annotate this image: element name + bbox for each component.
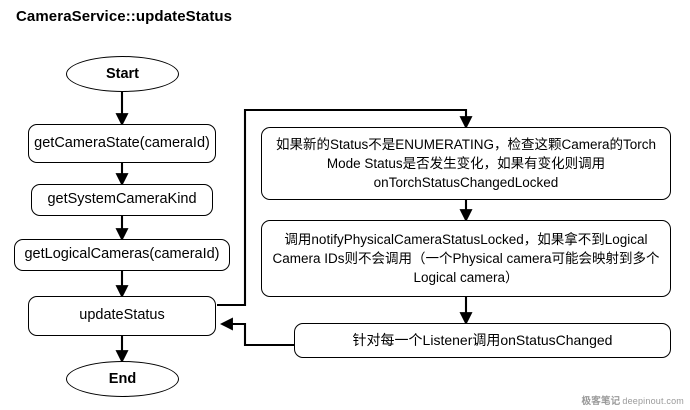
node-end-label: End: [108, 371, 137, 387]
node-get-logical-cameras-label: getLogicalCameras(cameraId): [24, 246, 220, 263]
node-start[interactable]: Start: [66, 56, 179, 92]
node-listener-on-status-changed[interactable]: 针对每一个Listener调用onStatusChanged: [294, 323, 671, 358]
node-update-status-label: updateStatus: [79, 307, 165, 324]
node-get-system-camera-kind-label: getSystemCameraKind: [47, 191, 197, 208]
node-listener-on-status-changed-label: 针对每一个Listener调用onStatusChanged: [352, 332, 613, 349]
node-get-camera-state[interactable]: getCameraState(cameraId): [28, 124, 216, 163]
node-get-system-camera-kind[interactable]: getSystemCameraKind: [31, 184, 213, 216]
node-torch-status-note-label: 如果新的Status不是ENUMERATING，检查这颗Camera的Torch…: [275, 136, 657, 191]
watermark-site: deepinout.com: [622, 396, 684, 406]
node-notify-physical-camera-note[interactable]: 调用notifyPhysicalCameraStatusLocked，如果拿不到…: [261, 220, 671, 297]
node-start-label: Start: [105, 66, 140, 82]
page-title: CameraService::updateStatus: [16, 8, 233, 25]
node-get-logical-cameras[interactable]: getLogicalCameras(cameraId): [14, 239, 230, 271]
watermark-brand: 极客笔记: [581, 396, 621, 407]
node-torch-status-note[interactable]: 如果新的Status不是ENUMERATING，检查这颗Camera的Torch…: [261, 127, 671, 200]
node-get-camera-state-label: getCameraState(cameraId): [34, 134, 210, 151]
edge-listener-note-to-updatestatus: [219, 317, 294, 347]
node-update-status[interactable]: updateStatus: [28, 296, 216, 336]
edge-updatestatus-to-torch-note: [217, 108, 473, 307]
node-notify-physical-camera-note-label: 调用notifyPhysicalCameraStatusLocked，如果拿不到…: [272, 231, 660, 286]
node-end[interactable]: End: [66, 361, 179, 397]
